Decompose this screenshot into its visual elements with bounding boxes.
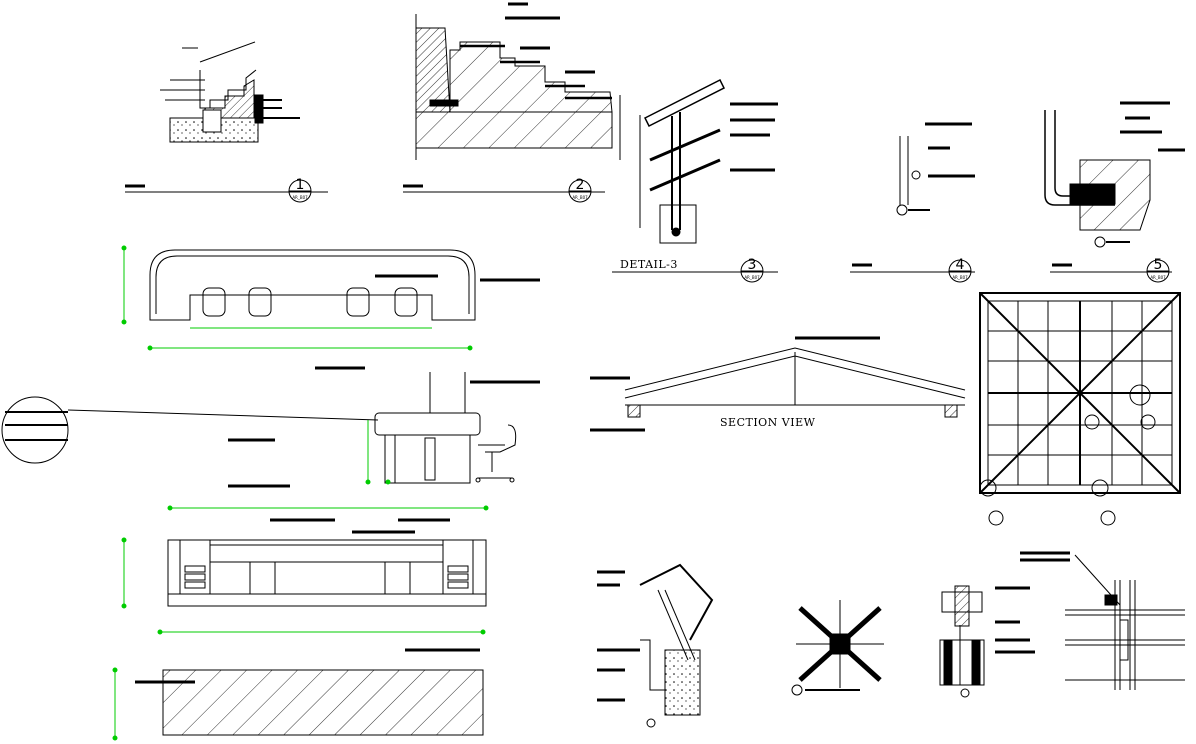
detail-5-ref: AR_B07	[1150, 275, 1166, 280]
detail-4-ref: AR_B07	[952, 275, 968, 280]
detail-4-post	[896, 122, 975, 216]
detail-2-ref: AR_B07	[572, 195, 588, 200]
detail-3-number: 3	[748, 257, 757, 273]
detail-1-number: 1	[296, 177, 305, 193]
detail-5-number: 5	[1154, 257, 1163, 273]
counter-front-elevation	[167, 518, 487, 607]
counter-top-plan	[135, 648, 484, 736]
detail-1-ref: AR_B07	[292, 195, 308, 200]
counter-plan	[149, 249, 540, 321]
detail-4-number: 4	[956, 257, 965, 273]
detail-3-ref: AR_B07	[744, 275, 760, 280]
detail-1-marker: 1 AR_B07	[288, 177, 312, 203]
skylight-plan	[979, 292, 1181, 526]
mullion-junction-detail	[1020, 551, 1185, 690]
dimension-lines	[112, 245, 489, 741]
roof-section-caption: SECTION VIEW	[720, 416, 816, 429]
detail-3-handrail	[639, 78, 778, 244]
counter-side-elevation	[1, 366, 540, 488]
bolt-fixing-detail	[939, 585, 1035, 698]
detail-3-title: DETAIL-3	[620, 258, 678, 271]
detail-3-marker: DETAIL-3 3 AR_B07	[620, 257, 764, 283]
glazing-eave-detail	[597, 563, 714, 728]
detail-2-marker: 2 AR_B07	[568, 177, 592, 203]
detail-title-lines	[125, 184, 1172, 273]
detail-1-stair-nosing	[160, 41, 300, 143]
detail-5-marker: 5 AR_B07	[1146, 257, 1170, 283]
detail-4-marker: 4 AR_B07	[948, 257, 972, 283]
detail-5-gutter	[1044, 101, 1185, 248]
detail-2-number: 2	[576, 177, 585, 193]
detail-2-stair-section	[415, 2, 621, 160]
spider-fitting-detail	[791, 600, 884, 696]
roof-section	[590, 336, 966, 432]
